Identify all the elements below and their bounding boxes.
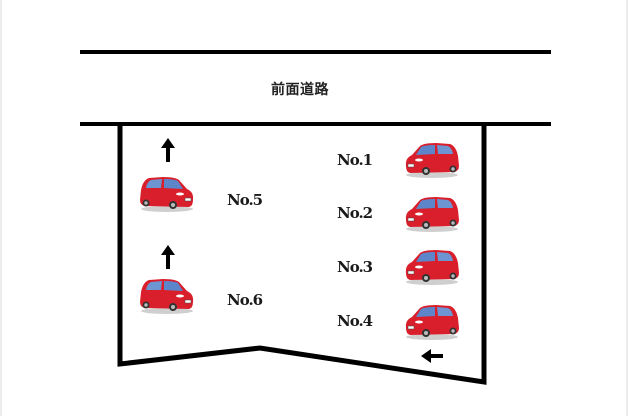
front-road-label: 前面道路 bbox=[271, 82, 329, 98]
car-icon bbox=[140, 279, 194, 314]
car-icon bbox=[405, 143, 459, 178]
car-icon bbox=[405, 250, 459, 285]
slot-label-4: No.4 bbox=[337, 312, 373, 330]
arrow-up-icon bbox=[161, 138, 175, 162]
arrow-up-icon bbox=[161, 245, 175, 269]
arrow-left-icon bbox=[421, 349, 443, 363]
slot-label-2: No.2 bbox=[337, 204, 373, 222]
lot-boundary bbox=[117, 126, 487, 385]
slot-label-6: No.6 bbox=[227, 291, 263, 309]
slot-label-5: No.5 bbox=[227, 191, 263, 209]
car-icon bbox=[140, 177, 194, 212]
slot-label-3: No.3 bbox=[337, 258, 373, 276]
slot-label-1: No.1 bbox=[337, 151, 373, 169]
car-icon bbox=[405, 197, 459, 232]
car-icon bbox=[405, 305, 459, 340]
